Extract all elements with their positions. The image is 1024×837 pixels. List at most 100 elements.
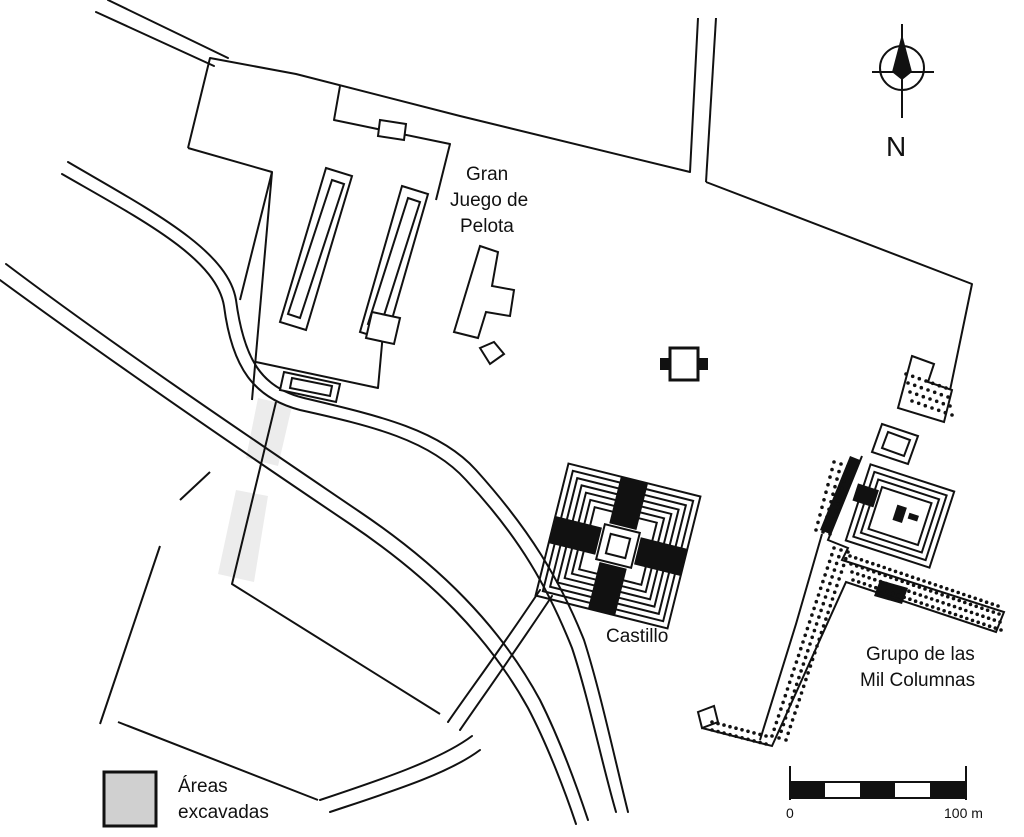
column-dot bbox=[907, 589, 911, 593]
ball-court-south-temple-inner bbox=[288, 376, 334, 398]
column-dot bbox=[795, 704, 799, 709]
column-dot bbox=[793, 711, 797, 715]
column-dot bbox=[950, 588, 955, 593]
column-dot bbox=[781, 700, 785, 705]
column-dot bbox=[934, 591, 939, 595]
column-dot bbox=[998, 620, 1002, 624]
column-dot bbox=[916, 401, 921, 406]
column-dot bbox=[948, 404, 952, 408]
column-dot bbox=[973, 596, 977, 601]
column-dot bbox=[734, 726, 738, 730]
column-dot bbox=[839, 462, 843, 466]
column-dot bbox=[912, 383, 917, 388]
column-dot bbox=[910, 374, 915, 379]
column-dot bbox=[878, 579, 883, 584]
column-dot bbox=[902, 595, 906, 600]
legend-swatch bbox=[102, 770, 158, 828]
south-colonnade-black-bar bbox=[874, 580, 908, 604]
column-dot bbox=[814, 622, 819, 626]
column-dot bbox=[928, 589, 933, 593]
column-dot bbox=[823, 573, 827, 577]
column-dot bbox=[790, 695, 795, 700]
column-dot bbox=[779, 729, 783, 734]
column-dot bbox=[921, 394, 926, 399]
column-dot bbox=[808, 642, 812, 646]
column-dot bbox=[936, 607, 941, 611]
column-dot bbox=[851, 578, 855, 582]
column-dot bbox=[821, 601, 826, 606]
column-dot bbox=[824, 617, 828, 621]
column-dot bbox=[860, 566, 865, 570]
column-dot bbox=[810, 613, 814, 617]
legend: Áreas excavadas bbox=[102, 770, 269, 828]
column-dot bbox=[825, 588, 830, 593]
castillo-stair-east bbox=[634, 537, 688, 577]
column-dot bbox=[827, 559, 832, 564]
column-dot bbox=[855, 572, 860, 576]
column-dot bbox=[996, 604, 1000, 608]
column-dot bbox=[904, 372, 908, 376]
column-dot bbox=[792, 667, 796, 671]
column-dot bbox=[936, 408, 941, 413]
column-dot bbox=[985, 608, 990, 612]
column-dot bbox=[827, 507, 831, 512]
column-dot bbox=[922, 579, 926, 583]
column-dot bbox=[919, 601, 924, 605]
line-right-top bbox=[705, 17, 717, 183]
column-dot bbox=[740, 736, 744, 740]
column-dot bbox=[868, 584, 872, 588]
column-dot bbox=[819, 608, 823, 613]
column-dot bbox=[874, 585, 878, 590]
legend-label-line2: excavadas bbox=[178, 802, 269, 823]
column-dot bbox=[787, 680, 792, 685]
column-dot bbox=[794, 682, 799, 687]
column-dot bbox=[807, 620, 812, 624]
column-dot bbox=[990, 602, 995, 606]
column-dot bbox=[833, 484, 837, 489]
column-dot bbox=[854, 564, 859, 568]
column-dot bbox=[818, 586, 823, 591]
column-dot bbox=[746, 729, 750, 734]
column-dot bbox=[893, 569, 898, 574]
road-west-b bbox=[61, 173, 617, 813]
column-dot bbox=[764, 742, 768, 746]
road-west-a bbox=[67, 161, 629, 813]
column-dot bbox=[946, 594, 950, 599]
column-dot bbox=[799, 691, 804, 695]
ball-court-west-wall-inner bbox=[286, 178, 346, 320]
column-dot bbox=[910, 399, 914, 403]
column-dot bbox=[722, 731, 726, 735]
road-sw-a bbox=[319, 735, 473, 801]
column-dot bbox=[790, 673, 794, 678]
small-temple-north-inner bbox=[880, 430, 912, 458]
column-dot bbox=[873, 577, 877, 582]
line-plaza-north bbox=[705, 181, 973, 401]
place-labels: Gran Juego de Pelota Castillo Grupo de l… bbox=[450, 164, 975, 691]
column-dot bbox=[839, 548, 843, 552]
line-strip-west bbox=[231, 401, 441, 715]
column-dot bbox=[950, 413, 954, 417]
column-dot bbox=[825, 515, 829, 519]
column-dot bbox=[826, 610, 830, 615]
column-dot bbox=[803, 633, 807, 638]
scale-bar-segment-1 bbox=[790, 782, 825, 798]
column-dot bbox=[941, 601, 945, 605]
scale-bar-end-label: 100 m bbox=[944, 805, 983, 821]
column-dot bbox=[842, 479, 846, 483]
column-dot bbox=[958, 606, 962, 611]
column-dot bbox=[924, 595, 928, 599]
column-dot bbox=[818, 513, 822, 517]
column-dot bbox=[925, 603, 929, 607]
castillo-temple-inner bbox=[604, 532, 632, 560]
column-dot bbox=[908, 597, 912, 601]
column-dot bbox=[815, 644, 819, 648]
column-dot bbox=[779, 707, 783, 711]
column-dot bbox=[806, 648, 810, 653]
column-dot bbox=[939, 585, 943, 589]
ball-court-label-line1: Gran bbox=[466, 164, 508, 185]
column-dot bbox=[839, 570, 844, 574]
venus-stair-east bbox=[698, 358, 708, 370]
column-dot bbox=[980, 606, 984, 610]
column-dot bbox=[905, 573, 909, 577]
column-dot bbox=[740, 728, 744, 732]
